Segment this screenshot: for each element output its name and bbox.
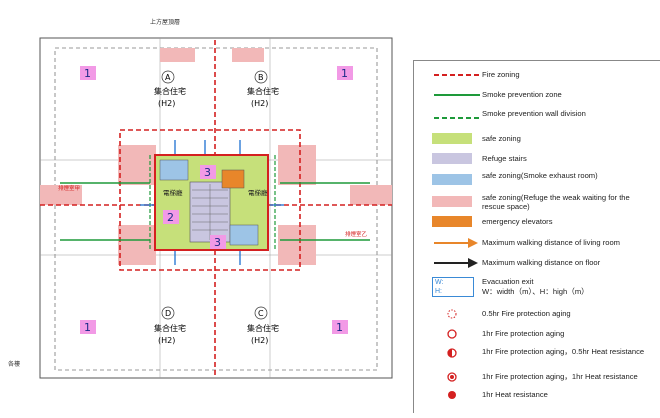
refuge-weak-swatch (432, 196, 472, 207)
svg-text:C: C (258, 309, 264, 318)
exhaust-room-left (159, 159, 189, 181)
svg-text:A: A (165, 73, 171, 82)
svg-text:B: B (258, 73, 264, 82)
black-arrow-icon (434, 258, 478, 268)
svg-text:集合住宅: 集合住宅 (154, 86, 186, 96)
svg-text:1: 1 (341, 67, 348, 80)
balcony-outline (54, 47, 378, 371)
core-label-right: 電梯廳 (248, 188, 268, 197)
smoke-zone-swatch (434, 94, 480, 96)
badge-exhaust-room-top: 3 (200, 165, 216, 179)
badge-exhaust-room-bottom: 3 (210, 235, 226, 249)
refuge-label-left: 排煙室甲 (58, 184, 80, 192)
bottom-note: 各樓 (8, 360, 20, 368)
svg-text:1: 1 (84, 321, 91, 334)
svg-text:(H2): (H2) (251, 99, 268, 108)
svg-text:集合住宅: 集合住宅 (154, 323, 186, 333)
unit-a: A 集合住宅 (H2) (154, 70, 186, 108)
badge-refuge-stairs-ne: 1 (337, 66, 353, 80)
dot-circle-icon (447, 372, 457, 382)
badge-refuge-stairs-se: 1 (332, 320, 348, 334)
svg-text:3: 3 (204, 166, 211, 179)
emergency-elevator-swatch (432, 216, 472, 227)
exhaust-room-right (229, 224, 259, 246)
svg-text:D: D (165, 309, 171, 318)
refuge-label-right: 排煙室乙 (345, 230, 368, 238)
svg-text:(H2): (H2) (251, 336, 268, 345)
building-outline (39, 37, 393, 379)
svg-text:(H2): (H2) (158, 99, 175, 108)
top-note: 上方屋頂層 (150, 18, 180, 26)
safe-zoning-swatch (432, 133, 472, 144)
half-hr-circle-icon (447, 309, 457, 319)
smoke-wall-lines (149, 155, 276, 250)
svg-text:集合住宅: 集合住宅 (247, 86, 279, 96)
exit-swatch: W: H: (432, 277, 474, 297)
fire-zoning-swatch (434, 74, 480, 76)
orange-arrow-icon (434, 238, 478, 248)
unit-d: D 集合住宅 (H2) (154, 306, 186, 345)
walking-arrows (140, 140, 284, 265)
unit-b: B 集合住宅 (H2) (247, 70, 279, 108)
badge-refuge-stairs-nw: 1 (80, 66, 96, 80)
core-label-left: 電梯廳 (163, 188, 183, 197)
svg-text:1: 1 (336, 321, 343, 334)
smoke-wall-swatch (434, 117, 480, 119)
svg-text:2: 2 (167, 211, 174, 224)
filled-circle-icon (448, 391, 456, 399)
stair-treads (192, 184, 228, 240)
unit-c: C 集合住宅 (H2) (247, 306, 279, 345)
svg-text:集合住宅: 集合住宅 (247, 323, 279, 333)
refuge-weak-zones (40, 48, 392, 265)
svg-text:(H2): (H2) (158, 336, 175, 345)
smoke-zone-lines (60, 182, 370, 241)
svg-text:3: 3 (214, 236, 221, 249)
badge-safe-zone: 2 (163, 210, 179, 224)
refuge-stairs-swatch (432, 153, 472, 164)
fire-zoning-lines (40, 40, 392, 378)
half-filled-circle-icon (447, 348, 457, 358)
svg-text:1: 1 (84, 67, 91, 80)
exhaust-room-swatch (432, 174, 472, 185)
emergency-elevator (221, 169, 245, 189)
one-hr-circle-icon (447, 329, 457, 339)
badge-refuge-stairs-sw: 1 (80, 320, 96, 334)
legend-panel: Fire zoning Smoke prevention zone Smoke … (413, 60, 660, 413)
